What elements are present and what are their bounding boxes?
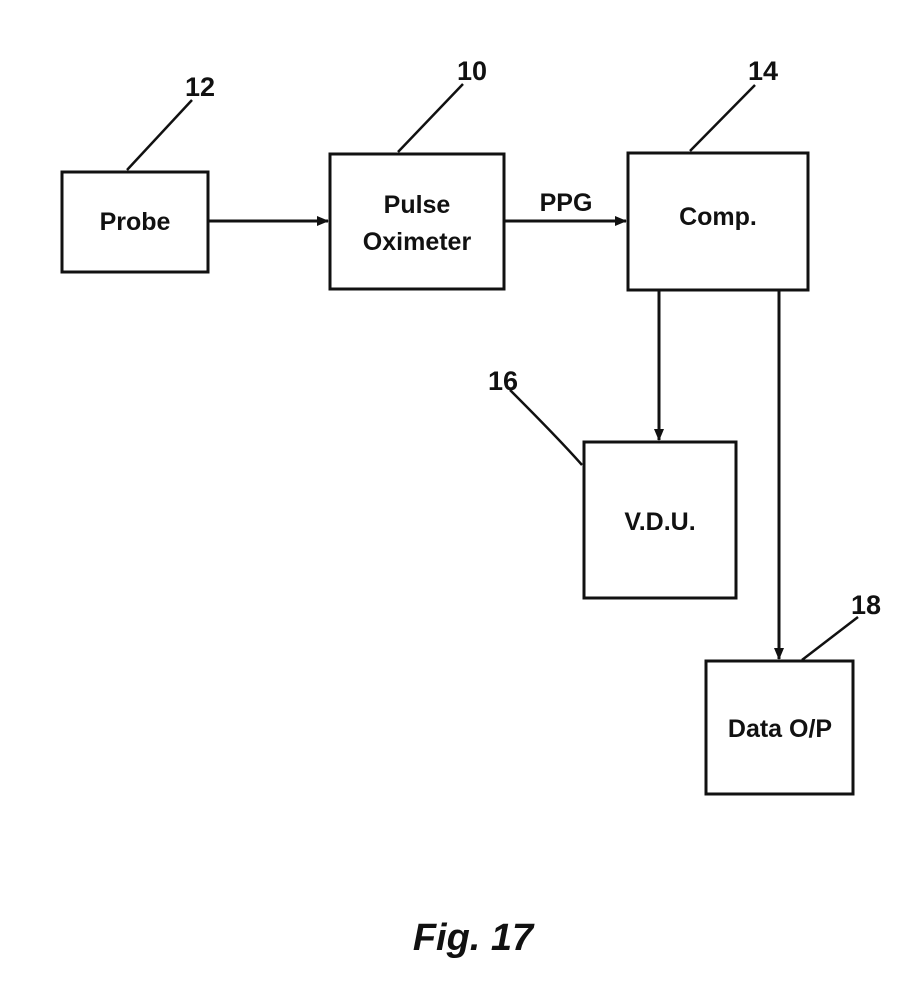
data-op-label: Data O/P	[728, 715, 832, 743]
pulse-oximeter-label-line1: Pulse	[384, 191, 451, 219]
probe-ref-number: 12	[185, 72, 215, 102]
pulse-oximeter-ref-leader	[398, 84, 463, 152]
pulse-oximeter-label-line2: Oximeter	[363, 228, 472, 256]
pulse-oximeter-ref-number: 10	[457, 56, 487, 86]
ppg-label: PPG	[540, 189, 593, 217]
comp-ref-number: 14	[748, 56, 778, 86]
probe-block: Probe	[62, 172, 208, 272]
figure-caption: Fig. 17	[413, 917, 535, 959]
comp-label: Comp.	[679, 203, 757, 231]
vdu-block: V.D.U.	[584, 442, 736, 598]
vdu-ref-leader	[510, 390, 582, 465]
pulse-oximeter-box	[330, 154, 504, 289]
data-op-ref-number: 18	[851, 590, 881, 620]
comp-ref-leader	[690, 85, 755, 151]
pulse-oximeter-block: Pulse Oximeter	[330, 154, 504, 289]
data-op-block: Data O/P	[706, 661, 853, 794]
data-op-ref-leader	[802, 617, 858, 660]
vdu-ref-number: 16	[488, 366, 518, 396]
comp-block: Comp.	[628, 153, 808, 290]
probe-ref-leader	[127, 100, 192, 170]
vdu-label: V.D.U.	[624, 508, 695, 536]
probe-label: Probe	[100, 208, 171, 236]
